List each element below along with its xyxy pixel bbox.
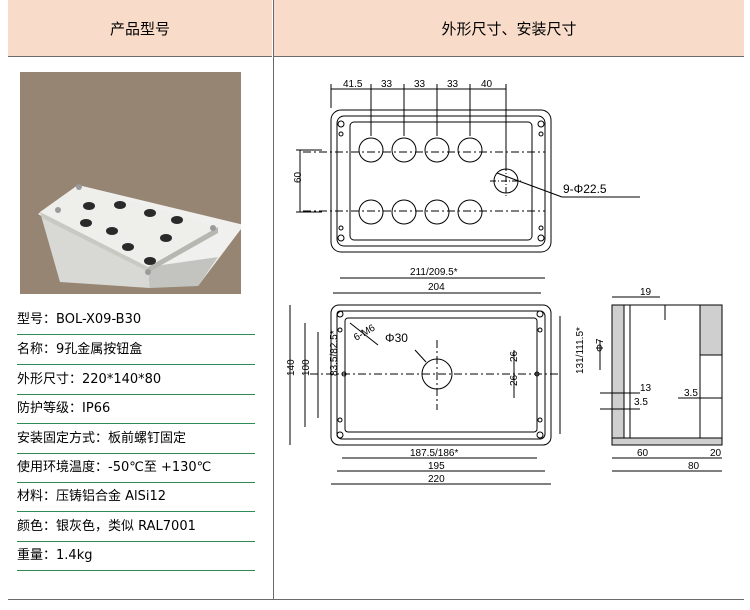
- spec-row-color: 颜色：银灰色，类似 RAL7001: [17, 512, 255, 542]
- technical-drawing: 41.5 33 33 33 40 60 9-Φ22.5 211/209.5* 2…: [286, 79, 723, 485]
- dim-side-3-5-a: 3.5: [634, 397, 648, 408]
- bottom-border: [8, 599, 744, 600]
- dim-front-26-a: 26: [509, 350, 520, 362]
- spec-row-mounting: 安装固定方式：板前螺钉固定: [17, 424, 255, 454]
- spec-row-protection: 防护等级：IP66: [17, 394, 255, 424]
- dim-front-26-b: 26: [509, 374, 520, 386]
- spec-label: 名称：: [17, 342, 57, 357]
- dim-front-131: 131/111.5*: [575, 327, 586, 374]
- dim-m6: 6-M6: [352, 322, 378, 343]
- spec-row-model: 型号：BOL-X09-B30: [17, 305, 255, 335]
- spec-row-weight: 重量：1.4kg: [17, 541, 255, 571]
- header-dimensions: 外形尺寸、安装尺寸: [274, 0, 744, 57]
- spec-value: 9孔金属按钮盒: [56, 342, 143, 357]
- spec-value: 1.4kg: [56, 548, 93, 563]
- dim-top-41-5: 41.5: [343, 79, 363, 90]
- dim-side-19: 19: [640, 287, 652, 298]
- dim-front-140: 140: [286, 359, 297, 376]
- spec-row-size: 外形尺寸：220*140*80: [17, 365, 255, 395]
- dim-front-211: 211/209.5*: [410, 267, 458, 278]
- dim-phi30: Φ30: [385, 331, 408, 345]
- product-photo: [20, 72, 241, 294]
- spec-label: 型号：: [17, 312, 57, 327]
- dim-side-phi7: Φ7: [595, 338, 606, 352]
- spec-label: 材料：: [17, 489, 57, 504]
- dim-side-60: 60: [637, 448, 649, 459]
- spec-row-temperature: 使用环境温度：-50℃至 +130℃: [17, 453, 255, 483]
- dim-front-187-5: 187.5/186*: [410, 448, 458, 459]
- spec-value: -50℃至 +130℃: [108, 460, 212, 475]
- dim-top-60: 60: [293, 171, 304, 183]
- dim-top-40: 40: [481, 79, 493, 90]
- spec-value: BOL-X09-B30: [56, 312, 142, 327]
- dim-front-83-5: 83.5/82.5*: [329, 330, 340, 376]
- dim-front-220: 220: [428, 474, 445, 485]
- top-view: [296, 84, 640, 253]
- header-product-model: 产品型号: [8, 0, 272, 57]
- spec-value: 银灰色，类似 RAL7001: [56, 519, 196, 534]
- dim-side-3-5-b: 3.5: [684, 388, 698, 399]
- dim-side-80: 80: [688, 461, 700, 472]
- spec-value: IP66: [82, 401, 111, 416]
- dim-top-33-a: 33: [381, 79, 393, 90]
- spec-label: 外形尺寸：: [17, 372, 83, 387]
- spec-label: 使用环境温度：: [17, 460, 109, 475]
- spec-label: 防护等级：: [17, 401, 83, 416]
- dim-side-20: 20: [710, 448, 722, 459]
- dim-front-195: 195: [428, 461, 445, 472]
- spec-label: 颜色：: [17, 519, 57, 534]
- spec-label: 重量：: [17, 548, 57, 563]
- dim-holes: 9-Φ22.5: [563, 182, 607, 196]
- spec-value: 压铸铝合金 AlSi12: [56, 489, 167, 504]
- dim-top-33-c: 33: [447, 79, 459, 90]
- dim-front-100: 100: [301, 359, 312, 376]
- spec-row-name: 名称：9孔金属按钮盒: [17, 335, 255, 365]
- spec-value: 220*140*80: [82, 372, 162, 387]
- spec-row-material: 材料：压铸铝合金 AlSi12: [17, 482, 255, 512]
- side-view: [599, 296, 723, 472]
- dim-top-33-b: 33: [414, 79, 426, 90]
- dim-side-13: 13: [640, 383, 652, 394]
- spec-value: 板前螺钉固定: [108, 431, 187, 446]
- dim-front-204: 204: [428, 282, 445, 293]
- column-divider: [273, 0, 274, 600]
- front-view: [289, 277, 561, 485]
- spec-label: 安装固定方式：: [17, 431, 109, 446]
